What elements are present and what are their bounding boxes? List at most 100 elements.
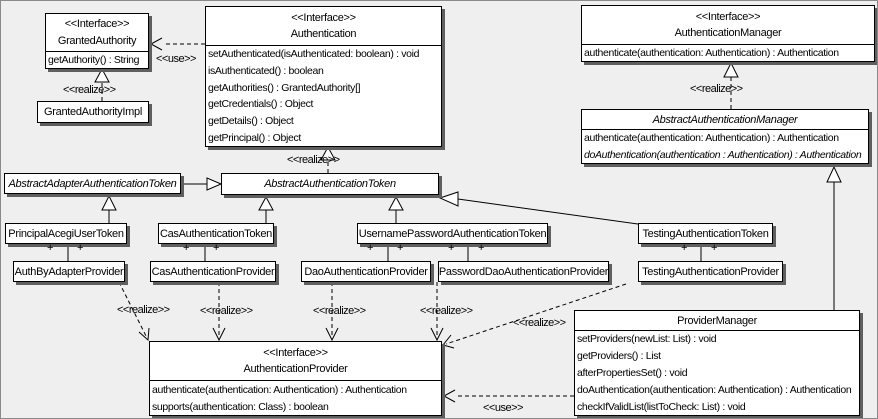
- assoc-end-plus: +: [47, 242, 54, 254]
- class-auth-by-adapter-provider: AuthByAdapterProvider: [13, 261, 125, 282]
- class-authentication-provider-title: <<Interface>> AuthenticationProvider: [150, 342, 441, 380]
- stereotype-label: <<Interface>>: [64, 18, 130, 31]
- realize-label-grantedauthorityimpl: <<realize>>: [63, 84, 116, 96]
- method: setProviders(newList: List) : void: [577, 333, 717, 346]
- class-name: TestingAuthenticationToken: [642, 227, 769, 240]
- edge-realize-authbyadapter: [118, 281, 148, 339]
- class-name: AuthenticationProvider: [243, 363, 348, 376]
- class-authentication-manager-title: <<Interface>> AuthenticationManager: [582, 6, 874, 44]
- class-name: PrincipalAcegiUserToken: [8, 227, 124, 240]
- method: setAuthenticated(isAuthenticated: boolea…: [208, 48, 420, 61]
- open-arrow-left-icon: [442, 389, 456, 403]
- method-compartment: authenticate(authentication: Authenticat…: [582, 44, 874, 61]
- method: checkIfValidList(listToCheck: List) : vo…: [577, 400, 746, 413]
- realize-label-dao-provider: <<realize>>: [313, 305, 366, 317]
- assoc-end-plus: +: [77, 242, 84, 254]
- realize-label-abstract-token: <<realize>>: [287, 154, 340, 166]
- class-name: AbstractAuthenticationToken: [264, 178, 396, 190]
- method: getAuthority() : String: [48, 54, 140, 66]
- triangle-up-icon: [826, 165, 842, 183]
- assoc-end-plus: +: [711, 242, 718, 254]
- method: authenticate(authentication: Authenticat…: [152, 383, 407, 396]
- realize-label-abstract-manager: <<realize>>: [690, 83, 743, 95]
- class-dao-authentication-provider: DaoAuthenticationProvider: [301, 261, 431, 282]
- triangle-right-icon: [206, 177, 223, 191]
- class-name: GrantedAuthority: [57, 34, 137, 47]
- open-arrow-down-icon: [325, 327, 339, 342]
- class-authentication-provider: <<Interface>> AuthenticationProvider aut…: [149, 341, 442, 416]
- class-authentication-manager: <<Interface>> AuthenticationManager auth…: [581, 5, 875, 62]
- method: supports(authentication: Class) : boolea…: [152, 400, 329, 413]
- realize-label-authbyadapter: <<realize>>: [117, 304, 170, 316]
- method-compartment: authenticate(authentication: Authenticat…: [150, 380, 441, 415]
- assoc-end-plus: +: [213, 242, 220, 254]
- stereotype-label: <<Interface>>: [263, 346, 328, 359]
- method: getDetails() : Object: [208, 114, 294, 127]
- open-arrow-icon: [442, 334, 455, 349]
- method: doAuthentication(authentication: Authent…: [577, 383, 852, 396]
- use-label-providermanager: <<use>>: [483, 402, 523, 414]
- class-name: CasAuthenticationProvider: [151, 265, 275, 278]
- class-authentication: <<Interface>> Authentication setAuthenti…: [205, 6, 442, 147]
- realize-label-testing-provider: <<realize>>: [513, 317, 566, 329]
- class-provider-manager: ProviderManager setProviders(newList: Li…: [574, 310, 860, 416]
- triangle-left-icon: [438, 191, 459, 207]
- stereotype-label: <<Interface>>: [695, 10, 761, 23]
- class-abstract-adapter-authentication-token: AbstractAdapterAuthenticationToken: [4, 173, 181, 194]
- triangle-up-icon: [94, 67, 110, 83]
- generalization-lines: [67, 182, 835, 312]
- class-granted-authority-impl: GrantedAuthorityImpl: [37, 101, 149, 123]
- realize-label-passworddao-provider: <<realize>>: [420, 305, 473, 317]
- class-abstract-authentication-token: AbstractAuthenticationToken: [221, 173, 439, 195]
- class-granted-authority: <<Interface>> GrantedAuthority getAuthor…: [45, 13, 149, 69]
- assoc-end-plus: +: [367, 242, 374, 254]
- class-name: AbstractAdapterAuthenticationToken: [8, 177, 177, 190]
- method: isAuthenticated() : boolean: [208, 64, 324, 77]
- edge-testing-token-to-abstract-token: [457, 198, 639, 225]
- method: afterPropertiesSet() : void: [577, 366, 688, 379]
- class-name: AuthenticationManager: [674, 27, 782, 40]
- use-label-authentication-grantedauthority: <<use>>: [156, 53, 196, 65]
- method: authenticate(authentication: Authenticat…: [584, 132, 839, 145]
- class-name: AbstractAuthenticationManager: [652, 113, 798, 126]
- method: authenticate(authentication: Authenticat…: [584, 47, 839, 59]
- class-provider-manager-title: ProviderManager: [575, 311, 859, 330]
- method-compartment: setAuthenticated(isAuthenticated: boolea…: [206, 45, 441, 146]
- method: getCredentials() : Object: [208, 98, 314, 111]
- edge-realize-testing-provider: [445, 283, 627, 345]
- hollow-triangle-arrowheads: [94, 61, 842, 211]
- class-name: CasAuthenticationToken: [159, 227, 273, 240]
- method: getAuthorities() : GrantedAuthority[]: [208, 81, 361, 94]
- method-abstract: doAuthentication(authentication : Authen…: [584, 148, 862, 161]
- triangle-up-icon: [320, 145, 336, 161]
- triangle-up-icon: [723, 61, 739, 78]
- class-name: ProviderManager: [677, 314, 757, 327]
- class-name: AuthByAdapterProvider: [14, 265, 124, 278]
- class-cas-authentication-token: CasAuthenticationToken: [158, 223, 274, 244]
- class-name: GrantedAuthorityImpl: [44, 106, 142, 118]
- class-name: TestingAuthenticationProvider: [642, 265, 779, 278]
- class-name: DaoAuthenticationProvider: [304, 265, 428, 278]
- class-abstract-authentication-manager-title: AbstractAuthenticationManager: [582, 110, 868, 129]
- method-compartment: getAuthority() : String: [46, 51, 148, 68]
- assoc-end-plus: +: [397, 242, 404, 254]
- open-arrow-left-icon: [149, 37, 163, 51]
- class-abstract-authentication-manager: AbstractAuthenticationManager authentica…: [581, 109, 869, 164]
- method: getPrincipal() : Object: [208, 131, 301, 144]
- class-authentication-title: <<Interface>> Authentication: [206, 7, 441, 45]
- method: getProviders() : List: [577, 350, 661, 363]
- class-testing-authentication-token: TestingAuthenticationToken: [638, 223, 773, 244]
- class-granted-authority-title: <<Interface>> GrantedAuthority: [46, 14, 148, 51]
- class-password-dao-authentication-provider: PasswordDaoAuthenticationProvider: [438, 261, 609, 282]
- class-name: Authentication: [290, 28, 357, 41]
- realize-label-cas-provider: <<realize>>: [200, 305, 253, 317]
- triangle-up-icon: [258, 195, 274, 211]
- open-arrowheads: [138, 37, 456, 403]
- open-arrow-down-icon: [430, 327, 444, 342]
- method-compartment: authenticate(authentication: Authenticat…: [582, 129, 868, 163]
- class-cas-authentication-provider: CasAuthenticationProvider: [150, 261, 276, 282]
- triangle-up-icon: [101, 194, 117, 211]
- method-compartment: setProviders(newList: List) : void getPr…: [575, 330, 859, 415]
